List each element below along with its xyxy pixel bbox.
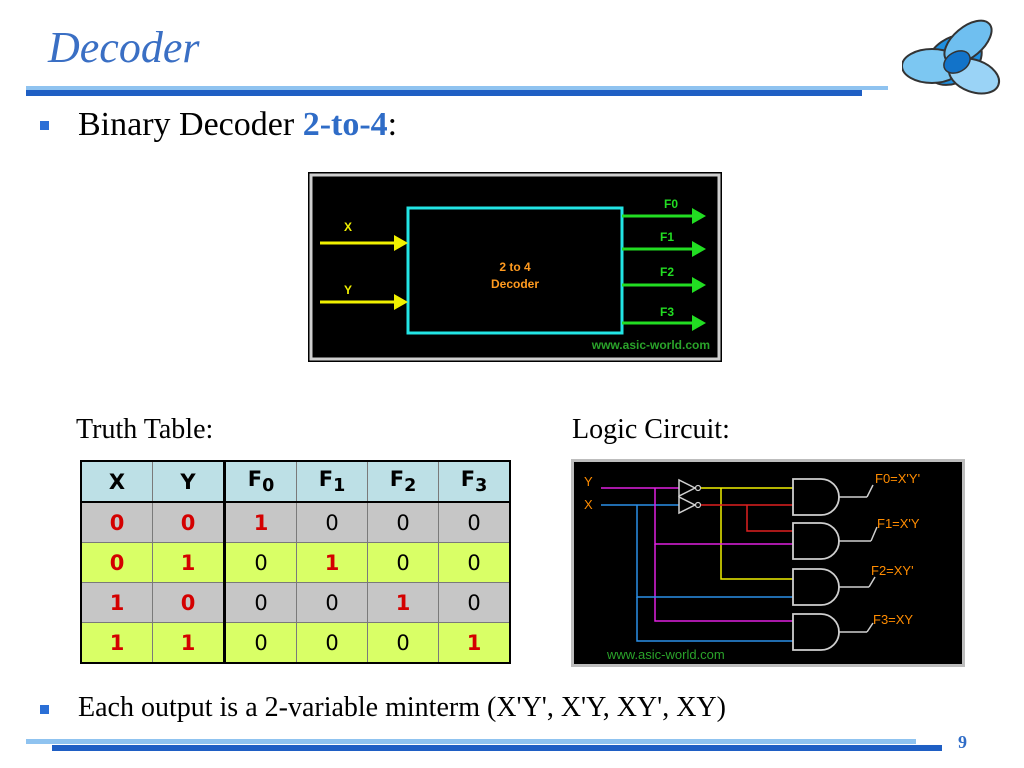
- header-f0: F0: [223, 460, 297, 503]
- header-y: Y: [152, 460, 225, 503]
- diagram-background: [308, 172, 722, 362]
- header-f1: F1: [296, 460, 368, 503]
- bullet-binary-decoder: Binary Decoder 2-to-4:: [78, 106, 397, 144]
- table-cell: 0: [296, 501, 368, 543]
- logo-icon: [902, 19, 1001, 95]
- bullet-highlight: 2-to-4: [302, 106, 388, 143]
- table-row: 1 0 0 0 1 0: [80, 582, 511, 623]
- and-gate-f3: [792, 613, 840, 651]
- table-cell: 0: [296, 582, 368, 623]
- and-gate-f0: [792, 478, 840, 516]
- logic-circuit-label: Logic Circuit:: [572, 414, 730, 445]
- table-cell: 0: [223, 582, 297, 623]
- table-cell: 1: [80, 582, 153, 623]
- header-f2: F2: [367, 460, 439, 503]
- table-cell: 0: [152, 501, 225, 543]
- circuit-output-f2: F2=XY': [871, 563, 914, 578]
- title-rule-light: [26, 86, 862, 90]
- inverter-y: [678, 478, 697, 498]
- table-cell: 1: [152, 542, 225, 583]
- table-cell: 0: [367, 622, 439, 664]
- table-cell: 0: [296, 622, 368, 664]
- table-cell: 0: [80, 501, 153, 543]
- bullet-text: Binary Decoder: [78, 106, 303, 143]
- table-row: 0 1 0 1 0 0: [80, 542, 511, 583]
- output-label-f0: F0: [664, 197, 678, 211]
- bullet-marker: [40, 121, 49, 130]
- footer-rule-dark: [52, 745, 942, 751]
- table-cell: 0: [152, 582, 225, 623]
- output-arrow-f2: [692, 277, 706, 293]
- circuit-output-f1: F1=X'Y: [877, 516, 920, 531]
- table-cell: 0: [438, 542, 511, 583]
- input-label-y: Y: [344, 283, 352, 297]
- bullet-minterm-note: Each output is a 2-variable minterm (X'Y…: [78, 692, 726, 723]
- table-cell: 1: [223, 501, 297, 543]
- diagram-watermark: www.asic-world.com: [591, 338, 710, 352]
- decoder-block-diagram: 2 to 4 Decoder X Y F0 F1 F2 F3 www.asic-…: [308, 172, 722, 362]
- logic-circuit-diagram: Y X F0=X'Y' F1=X'Y F2=XY' F3=XY www.asic…: [571, 459, 965, 667]
- decoder-box: [406, 206, 624, 335]
- table-cell: 1: [296, 542, 368, 583]
- output-label-f3: F3: [660, 305, 674, 319]
- table-cell: 0: [438, 582, 511, 623]
- table-cell: 1: [438, 622, 511, 664]
- diagram-frame: [309, 173, 721, 361]
- output-arrow-f3: [692, 315, 706, 331]
- header-f3: F3: [438, 460, 511, 503]
- table-cell: 0: [80, 542, 153, 583]
- circuit-frame: [571, 459, 965, 667]
- table-cell: 0: [367, 542, 439, 583]
- title-rule-tail: [862, 86, 888, 90]
- and-gate-f2: [792, 568, 840, 606]
- truth-table-label: Truth Table:: [76, 414, 214, 445]
- output-label-f2: F2: [660, 265, 674, 279]
- table-cell: 0: [438, 501, 511, 543]
- title-rule-dark: [26, 90, 862, 96]
- table-cell: 1: [152, 622, 225, 664]
- bullet-marker: [40, 705, 49, 714]
- box-label-line2: Decoder: [491, 277, 539, 291]
- table-cell: 0: [367, 501, 439, 543]
- slide-title: Decoder: [48, 23, 200, 72]
- table-cell: 0: [223, 542, 297, 583]
- and-gate-f1: [792, 522, 840, 560]
- box-label-line1: 2 to 4: [499, 260, 531, 274]
- truth-table: X Y F0 F1 F2 F3 0 0 1 0 0 0 0 1 0 1 0 0 …: [80, 460, 511, 664]
- circuit-input-x: X: [584, 497, 593, 512]
- circuit-watermark: www.asic-world.com: [606, 647, 725, 662]
- header-x: X: [80, 460, 153, 503]
- table-cell: 1: [367, 582, 439, 623]
- bullet-suffix: :: [387, 106, 398, 143]
- circuit-output-f3: F3=XY: [873, 612, 913, 627]
- table-row: 0 0 1 0 0 0: [80, 501, 511, 543]
- table-cell: 1: [80, 622, 153, 664]
- output-arrow-f1: [692, 241, 706, 257]
- input-label-x: X: [344, 220, 352, 234]
- input-arrow-x: [394, 235, 408, 251]
- footer-rule-light: [26, 739, 916, 744]
- table-cell: 0: [223, 622, 297, 664]
- input-arrow-y: [394, 294, 408, 310]
- table-row: 1 1 0 0 0 1: [80, 622, 511, 664]
- output-arrow-f0: [692, 208, 706, 224]
- inverter-x: [678, 495, 697, 515]
- output-label-f1: F1: [660, 230, 674, 244]
- truth-table-header-row: X Y F0 F1 F2 F3: [80, 460, 511, 503]
- page-number: 9: [958, 732, 967, 752]
- circuit-input-y: Y: [584, 474, 593, 489]
- circuit-output-f0: F0=X'Y': [875, 471, 920, 486]
